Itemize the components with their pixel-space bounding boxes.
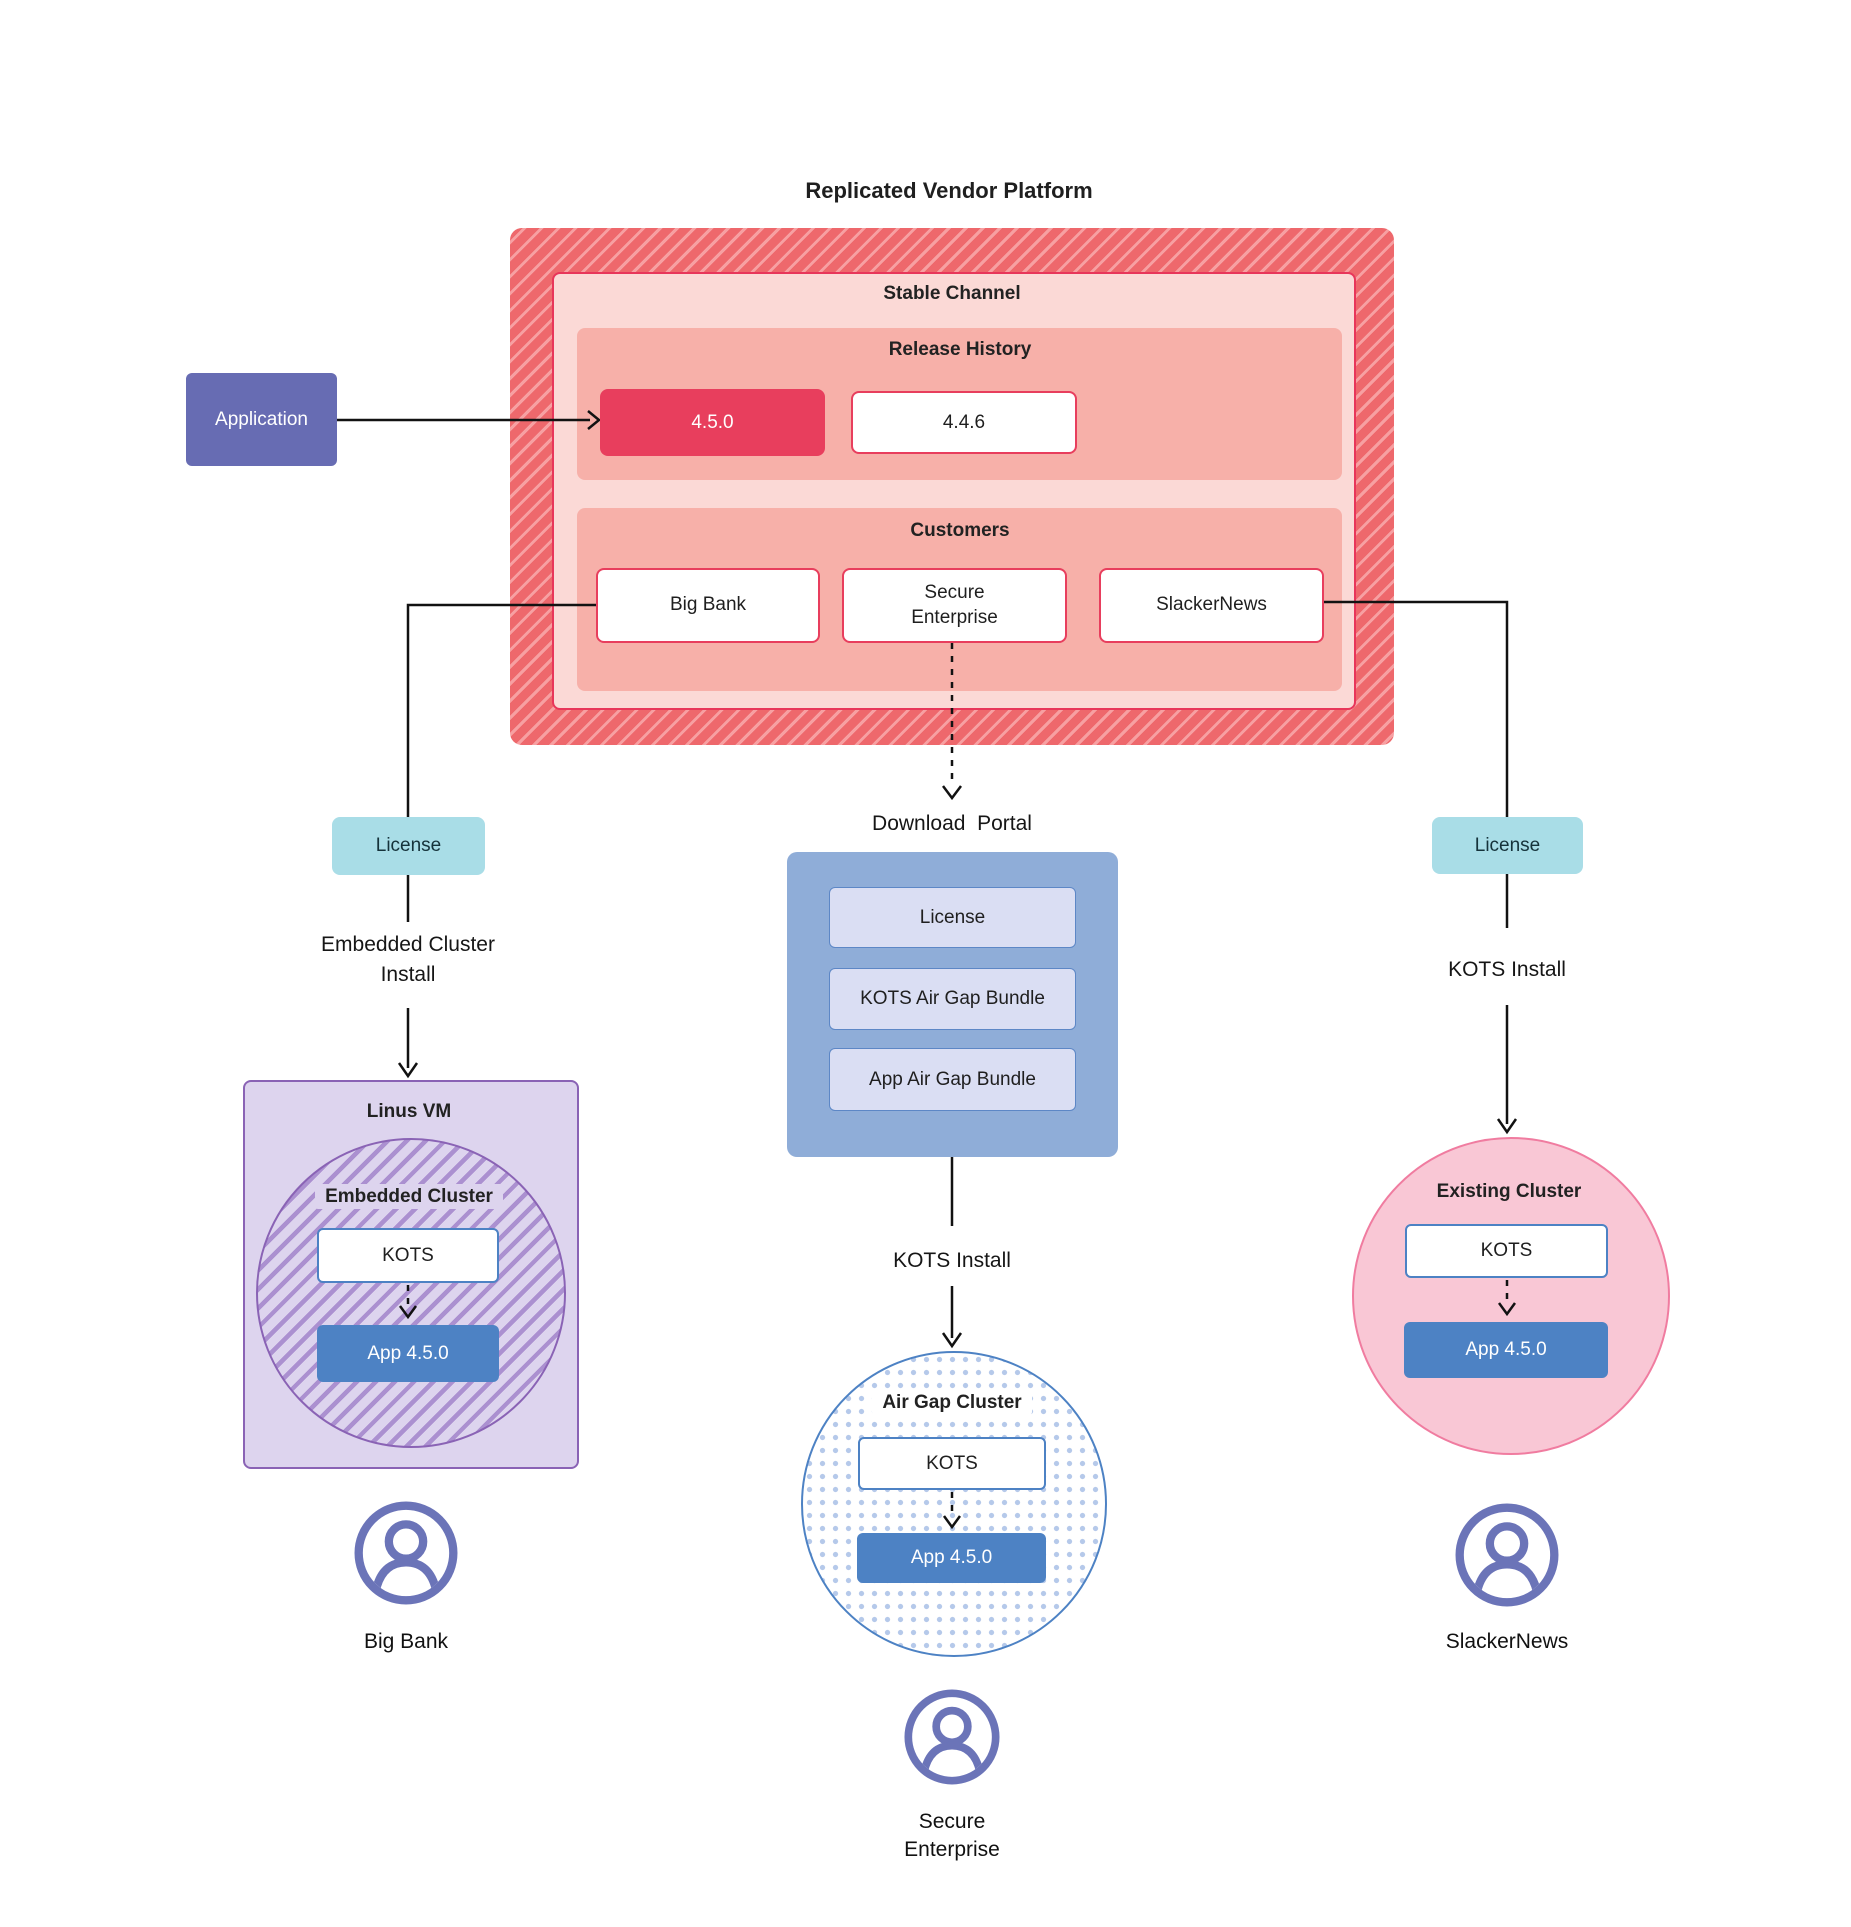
portal-item-app-bundle: App Air Gap Bundle [829,1048,1076,1111]
linus-vm-label: Linus VM [366,1101,452,1122]
customer-box-secure-enterprise-label: Secure Enterprise [911,581,998,628]
secure-enterprise-label: Secure Enterprise [904,1810,1000,1862]
big-bank-label: Big Bank [363,1630,449,1653]
air-gap-cluster-label: Air Gap Cluster [852,1390,1052,1415]
kots-box-existing: KOTS [1405,1224,1608,1278]
existing-cluster-circle [1352,1137,1670,1455]
license-badge-slackernews: License [1432,817,1583,874]
slackernews-label: SlackerNews [1445,1630,1569,1653]
embedded-cluster-label: Embedded Cluster [309,1184,509,1209]
existing-cluster-label: Existing Cluster [1436,1181,1582,1202]
portal-item-kots-bundle: KOTS Air Gap Bundle [829,968,1076,1030]
download-portal-label: Download Portal [872,812,1032,835]
application-box: Application [186,373,337,466]
user-icon-secure-enterprise [904,1689,1000,1785]
kots-install-label-right: KOTS Install [1448,958,1566,981]
release-box-446: 4.4.6 [851,391,1077,454]
release-history-label: Release History [888,339,1032,360]
app-box-existing: App 4.5.0 [1404,1322,1608,1378]
user-icon-big-bank [354,1501,458,1605]
app-box-embedded: App 4.5.0 [317,1325,499,1382]
portal-item-license: License [829,887,1076,948]
stable-channel-label: Stable Channel [883,283,1021,304]
kots-box-airgap: KOTS [858,1437,1046,1490]
kots-install-label-middle: KOTS Install [893,1249,1011,1272]
customers-label: Customers [910,520,1010,541]
page-title: Replicated Vendor Platform [805,178,1093,203]
release-box-450: 4.5.0 [600,389,825,456]
embedded-cluster-install-label: Embedded Cluster Install [321,933,495,987]
app-box-airgap: App 4.5.0 [857,1533,1046,1583]
kots-box-embedded: KOTS [317,1228,499,1283]
customer-box-slackernews: SlackerNews [1099,568,1324,643]
user-icon-slackernews [1455,1503,1559,1607]
customer-box-big-bank: Big Bank [596,568,820,643]
license-badge-big-bank: License [332,817,485,875]
customer-box-secure-enterprise: Secure Enterprise [842,568,1067,643]
